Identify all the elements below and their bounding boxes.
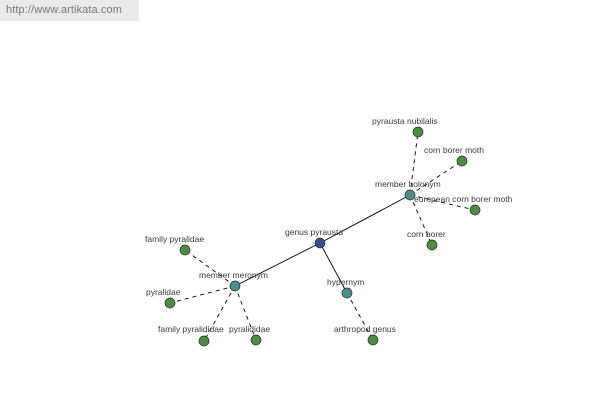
node-family-pyralidae[interactable]	[179, 244, 191, 256]
label-pyrausta-nubilalis: pyrausta nubilalis	[372, 116, 438, 126]
node-member-meronym[interactable]	[229, 280, 241, 292]
label-genus-pyrausta: genus pyrausta	[285, 227, 343, 237]
edge-member-meronym-to-pyralidae	[169, 285, 236, 304]
node-pyrausta-nubilalis[interactable]	[412, 126, 424, 138]
label-pyralidae: pyralidae	[146, 287, 181, 297]
label-hypernym: hypernym	[327, 277, 364, 287]
node-family-pyralididae[interactable]	[198, 335, 210, 347]
edge-member-meronym-to-family-pyralididae	[203, 285, 236, 342]
label-corn-borer-moth: corn borer moth	[424, 145, 484, 155]
edge-genus-pyrausta-to-hypernym	[319, 242, 348, 294]
edge-member-holonym-to-pyrausta-nubilalis	[409, 131, 419, 196]
node-hypernym[interactable]	[341, 287, 353, 299]
header-bar: http://www.artikata.com	[0, 0, 139, 21]
edge-member-holonym-to-corn-borer	[409, 194, 433, 246]
graph-edges	[169, 131, 476, 342]
label-member-meronym: member meronym	[199, 270, 268, 280]
node-pyralididae[interactable]	[250, 334, 262, 346]
edge-member-holonym-to-european-corn-borer-moth	[409, 194, 476, 211]
label-corn-borer: corn borer	[407, 229, 446, 239]
graph-labels: genus pyrausta member holonym member meron…	[145, 116, 513, 334]
label-arthropod-genus: arthropod genus	[334, 324, 396, 334]
node-corn-borer-moth[interactable]	[456, 155, 468, 167]
edge-member-meronym-to-pyralididae	[234, 285, 257, 341]
edge-member-holonym-to-corn-borer-moth	[409, 160, 463, 196]
node-arthropod-genus[interactable]	[367, 334, 379, 346]
node-member-holonym[interactable]	[404, 189, 416, 201]
label-european-corn-borer-moth: european corn borer moth	[414, 194, 513, 204]
graph-nodes	[164, 126, 481, 347]
node-corn-borer[interactable]	[426, 239, 438, 251]
edge-hypernym-to-arthropod-genus	[346, 292, 374, 341]
edge-genus-pyrausta-to-member-holonym	[319, 194, 411, 244]
edge-genus-pyrausta-to-member-meronym	[234, 242, 321, 287]
label-family-pyralididae: family pyralididae	[158, 324, 224, 334]
label-family-pyralidae: family pyralidae	[145, 234, 204, 244]
site-url-link[interactable]: http://www.artikata.com	[6, 4, 123, 16]
node-european-corn-borer-moth[interactable]	[469, 204, 481, 216]
node-pyralidae[interactable]	[164, 297, 176, 309]
edge-member-meronym-to-family-pyralidae	[184, 249, 236, 287]
label-member-holonym: member holonym	[375, 179, 441, 189]
node-genus-pyrausta[interactable]	[314, 237, 326, 249]
label-pyralididae: pyralididae	[229, 324, 270, 334]
